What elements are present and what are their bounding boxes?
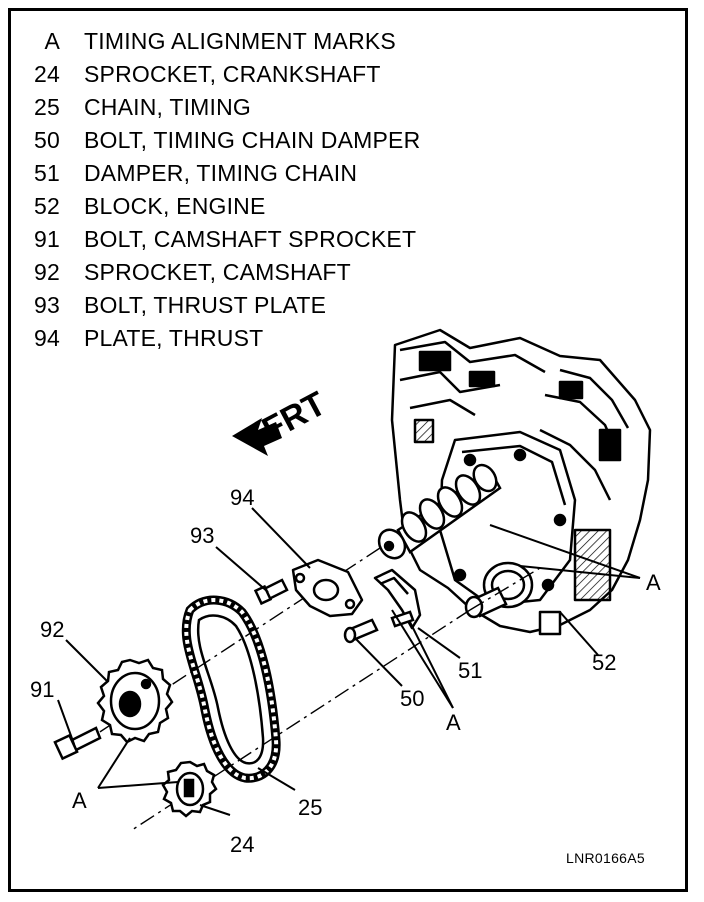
callout-51: 51 bbox=[458, 658, 482, 683]
thrust-plate-bolt bbox=[253, 578, 289, 606]
callout-a-left: A bbox=[72, 788, 87, 813]
callout-24: 24 bbox=[230, 832, 254, 857]
legend-key: 93 bbox=[34, 292, 60, 318]
camshaft bbox=[377, 463, 502, 560]
callout-92: 92 bbox=[40, 617, 64, 642]
legend-desc: BOLT, TIMING CHAIN DAMPER bbox=[84, 127, 421, 153]
legend-key: 52 bbox=[34, 193, 60, 219]
legend-key: 51 bbox=[34, 160, 60, 186]
legend-desc: BOLT, THRUST PLATE bbox=[84, 292, 327, 318]
timing-chain-damper-bolt bbox=[343, 610, 415, 644]
legend-key: 92 bbox=[34, 259, 60, 285]
legend-key: 94 bbox=[34, 325, 60, 351]
legend-desc: BLOCK, ENGINE bbox=[84, 193, 266, 219]
legend-key: A bbox=[44, 28, 60, 54]
legend-desc: DAMPER, TIMING CHAIN bbox=[84, 160, 358, 186]
callout-a-right: A bbox=[646, 570, 661, 595]
camshaft-sprocket bbox=[96, 658, 174, 744]
legend-key: 50 bbox=[34, 127, 60, 153]
crankshaft-nose bbox=[464, 561, 534, 619]
leader-lines bbox=[57, 507, 641, 816]
arrow-left-icon bbox=[232, 418, 282, 456]
legend-key: 24 bbox=[34, 61, 60, 87]
legend-key: 25 bbox=[34, 94, 60, 120]
thrust-plate bbox=[291, 558, 364, 618]
callout-91: 91 bbox=[30, 677, 54, 702]
legend-desc: SPROCKET, CAMSHAFT bbox=[84, 259, 351, 285]
timing-chain bbox=[181, 595, 281, 783]
camshaft-sprocket-bolt bbox=[53, 726, 102, 761]
figure-code: LNR0166A5 bbox=[566, 850, 645, 866]
callout-a-mid: A bbox=[446, 710, 461, 735]
callout-94: 94 bbox=[230, 485, 254, 510]
legend-desc: CHAIN, TIMING bbox=[84, 94, 252, 120]
front-direction-arrow: FRT bbox=[232, 384, 332, 456]
callout-93: 93 bbox=[190, 523, 214, 548]
callout-52: 52 bbox=[592, 650, 616, 675]
legend-desc: TIMING ALIGNMENT MARKS bbox=[84, 28, 396, 54]
callout-25: 25 bbox=[298, 795, 322, 820]
crankshaft-sprocket bbox=[161, 760, 218, 818]
legend-desc: BOLT, CAMSHAFT SPROCKET bbox=[84, 226, 417, 252]
legend-desc: SPROCKET, CRANKSHAFT bbox=[84, 61, 381, 87]
legend-desc: PLATE, THRUST bbox=[84, 325, 264, 351]
legend-key: 91 bbox=[34, 226, 60, 252]
engine-block bbox=[390, 328, 652, 636]
callout-50: 50 bbox=[400, 686, 424, 711]
